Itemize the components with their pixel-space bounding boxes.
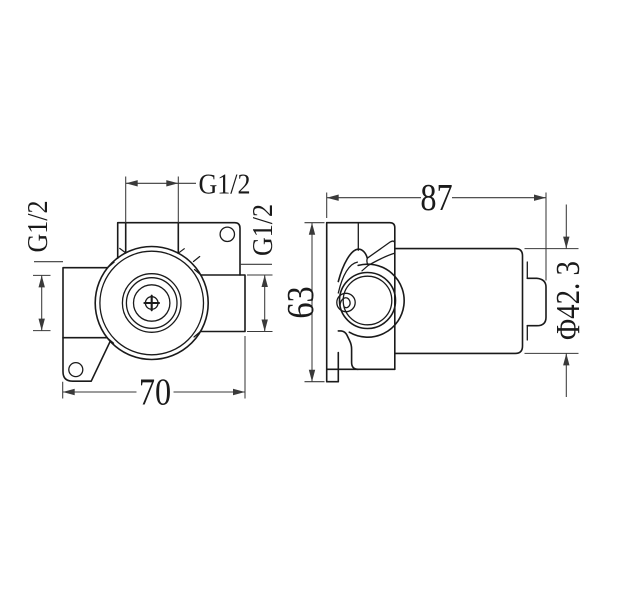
front-width-label: 70 <box>139 371 171 413</box>
mounting-hole-top <box>219 226 236 243</box>
front-top-port-bore <box>124 221 180 254</box>
side-height-label: 63 <box>279 286 321 318</box>
front-boss-circles <box>94 245 209 361</box>
dimension-side-diameter: Φ42. 3 <box>524 204 587 397</box>
side-flange <box>325 221 396 383</box>
side-end-button <box>526 277 547 327</box>
fillet-darts <box>106 247 202 344</box>
side-top-housing <box>325 221 396 371</box>
side-wrap-arc <box>348 263 405 338</box>
dimension-side-height: 63 <box>279 222 325 383</box>
side-port-circle <box>336 292 356 313</box>
side-thread-squiggle <box>339 297 351 309</box>
front-top-thread-label: G1/2 <box>199 169 251 200</box>
front-left-port <box>62 266 109 339</box>
side-boss-inner <box>342 275 393 326</box>
front-top-housing-outline <box>116 221 241 276</box>
dimension-side-length: 87 <box>326 177 547 281</box>
side-hump-curve <box>337 248 369 283</box>
center-screw-icon <box>143 294 161 312</box>
dimension-front-width: 70 <box>62 336 246 413</box>
dimension-front-top-thread: G1/2 <box>125 169 251 223</box>
side-inner-curve <box>337 261 359 294</box>
front-left-thread-label: G1/2 <box>22 200 53 252</box>
side-foot <box>337 330 359 371</box>
side-spout <box>366 240 396 266</box>
mounting-hole-bottom <box>68 361 84 378</box>
side-view <box>325 221 547 383</box>
dimension-front-left-thread: G1/2 <box>22 200 63 332</box>
front-right-thread-label: G1/2 <box>247 204 278 256</box>
front-right-port <box>199 274 246 333</box>
dimension-front-right-thread: G1/2 <box>240 204 278 333</box>
side-diameter-label: Φ42. 3 <box>549 261 587 340</box>
front-view <box>62 221 246 382</box>
front-mounting-tab <box>62 336 111 382</box>
side-cylinder <box>394 247 524 355</box>
side-length-label: 87 <box>420 177 452 219</box>
side-boss-outer <box>338 271 397 330</box>
